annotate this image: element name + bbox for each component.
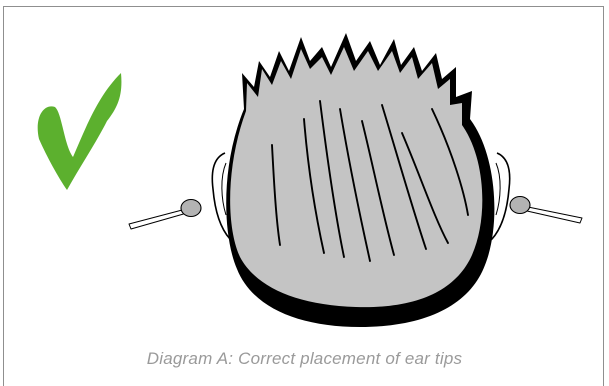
head-top-view-icon — [226, 33, 494, 327]
diagram-caption: Diagram A: Correct placement of ear tips — [4, 349, 605, 369]
diagram-illustration — [4, 7, 605, 347]
checkmark-icon — [38, 73, 122, 190]
right-ear-tip-probe — [510, 197, 582, 224]
left-ear-tip-probe — [129, 200, 201, 230]
diagram-frame: Diagram A: Correct placement of ear tips — [3, 6, 604, 386]
